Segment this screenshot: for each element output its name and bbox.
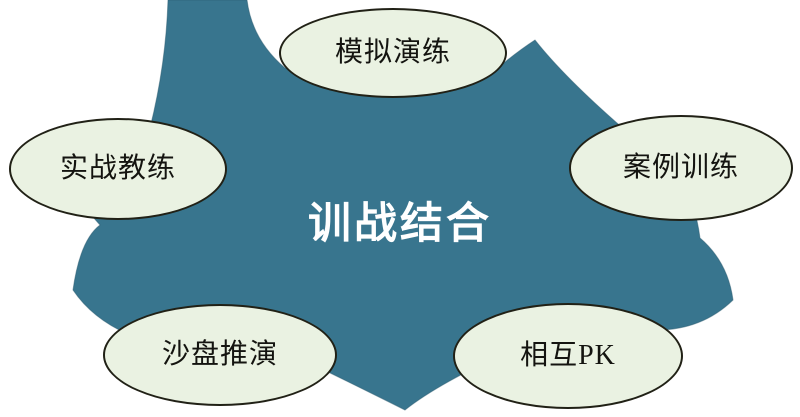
node-label-sandbox-deduction: 沙盘推演 <box>161 339 278 370</box>
node-label-case-training: 案例训练 <box>622 152 739 183</box>
node-label-practical-coaching: 实战教练 <box>59 153 176 184</box>
node-label-simulation: 模拟演练 <box>334 37 451 68</box>
center-title: 训战结合 <box>308 201 492 248</box>
node-ellipse-sandbox-deduction: 沙盘推演 <box>103 304 337 406</box>
node-ellipse-mutual-pk: 相互PK <box>453 303 683 409</box>
node-ellipse-practical-coaching: 实战教练 <box>9 118 227 220</box>
node-label-mutual-pk: 相互PK <box>520 340 616 371</box>
node-ellipse-case-training: 案例训练 <box>569 115 793 221</box>
node-ellipse-simulation: 模拟演练 <box>279 8 507 98</box>
